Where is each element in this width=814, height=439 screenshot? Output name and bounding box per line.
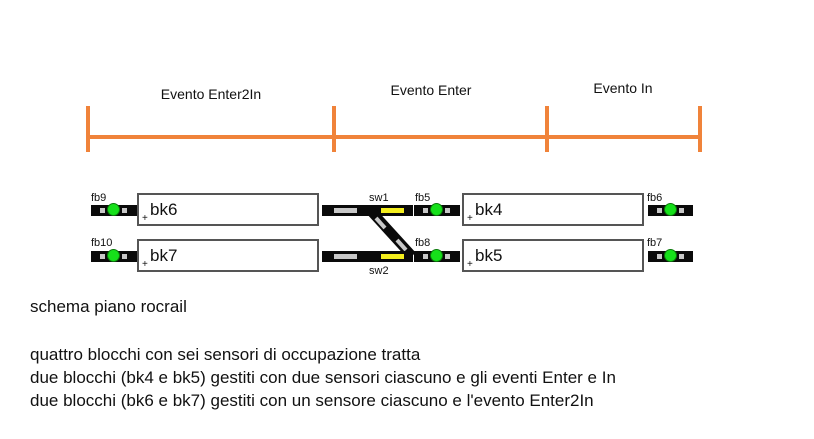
caption-line-2: due blocchi (bk4 e bk5) gestiti con due …	[30, 368, 616, 387]
block-name: bk7	[150, 246, 178, 265]
sensor-label-fb9: fb9	[91, 192, 107, 204]
switch-sw2[interactable]	[368, 251, 413, 262]
event-tick	[698, 106, 702, 152]
block-name: bk6	[150, 200, 178, 219]
sensor-fb5[interactable]	[414, 203, 460, 216]
block-bk6[interactable]: bk6+	[137, 193, 319, 226]
event-tick	[332, 106, 336, 152]
event-label-enter: Evento Enter	[390, 82, 472, 98]
sensor-indicator	[664, 249, 677, 262]
block-bk5[interactable]: bk5+	[462, 239, 644, 272]
sensor-label-fb7: fb7	[647, 237, 663, 249]
sensor-indicator	[430, 249, 443, 262]
sensor-indicator	[107, 203, 120, 216]
plus-icon: +	[467, 213, 473, 224]
caption-line-3: due blocchi (bk6 e bk7) gestiti con un s…	[30, 391, 594, 410]
block-name: bk5	[475, 246, 503, 265]
caption-title: schema piano rocrail	[30, 297, 187, 316]
sensor-label-fb8: fb8	[415, 237, 431, 249]
sensor-indicator	[107, 249, 120, 262]
event-tick	[86, 106, 90, 152]
crossover-track[interactable]	[360, 200, 420, 265]
sensor-label-fb10: fb10	[91, 237, 113, 249]
sensor-label-fb5: fb5	[415, 192, 431, 204]
event-range-line	[87, 135, 702, 139]
sensor-indicator	[664, 203, 677, 216]
sensor-fb9[interactable]	[91, 203, 137, 216]
switch-label-sw2: sw2	[369, 265, 389, 277]
switch-sw1[interactable]	[368, 205, 413, 216]
sensor-indicator	[430, 203, 443, 216]
event-label-in: Evento In	[593, 80, 653, 96]
block-name: bk4	[475, 200, 503, 219]
track-segment[interactable]	[322, 205, 368, 216]
event-label-enter2in: Evento Enter2In	[160, 86, 262, 102]
plus-icon: +	[142, 259, 148, 270]
sensor-fb10[interactable]	[91, 249, 137, 262]
sensor-label-fb6: fb6	[647, 192, 663, 204]
block-bk4[interactable]: bk4+	[462, 193, 644, 226]
plus-icon: +	[142, 213, 148, 224]
sensor-fb6[interactable]	[648, 203, 693, 216]
plus-icon: +	[467, 259, 473, 270]
event-tick	[545, 106, 549, 152]
track-segment[interactable]	[322, 251, 368, 262]
sensor-fb7[interactable]	[648, 249, 693, 262]
sensor-fb8[interactable]	[414, 249, 460, 262]
block-bk7[interactable]: bk7+	[137, 239, 319, 272]
caption-line-1: quattro blocchi con sei sensori di occup…	[30, 345, 421, 364]
switch-label-sw1: sw1	[369, 192, 389, 204]
